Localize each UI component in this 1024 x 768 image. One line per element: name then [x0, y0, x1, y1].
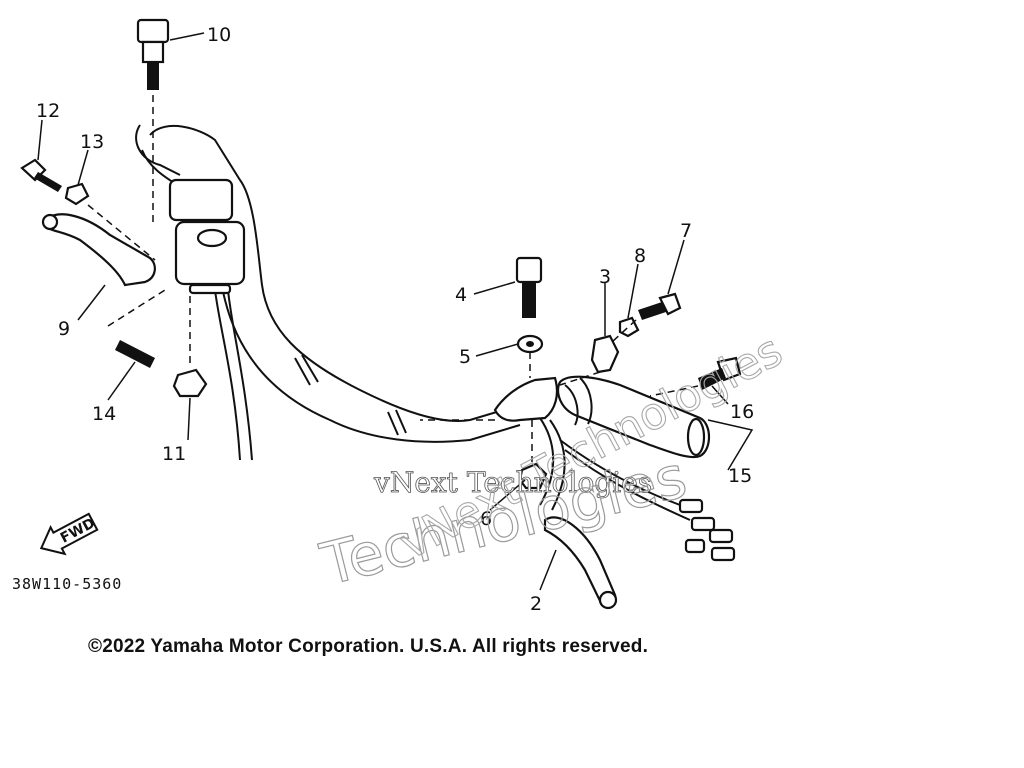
callout-labels: 2 3 4 5 6 7 8 9 10 11 12 13 14 15 16: [36, 24, 754, 615]
left-clutch-lever: [41, 213, 156, 287]
callout-10: 10: [207, 24, 231, 46]
bolt-4: [515, 256, 543, 318]
copyright-notice: ©2022 Yamaha Motor Corporation. U.S.A. A…: [88, 636, 649, 657]
bracket-3: [590, 334, 620, 374]
callout-4: 4: [455, 284, 467, 306]
callout-11: 11: [162, 443, 186, 465]
throttle-grip: [557, 375, 711, 459]
nut-11: [172, 296, 208, 398]
callout-9: 9: [58, 318, 70, 340]
callout-14: 14: [92, 403, 116, 425]
callout-13: 13: [80, 131, 104, 153]
fwd-arrow: FWD: [39, 512, 99, 556]
bolt-10: [136, 18, 170, 225]
left-lever-holder: [168, 178, 246, 295]
right-lever-holder: [493, 376, 566, 511]
callout-6: 6: [480, 508, 492, 530]
bolt-7: [638, 292, 682, 320]
nut-13: [64, 182, 156, 261]
washer-5: [516, 334, 544, 354]
watermark-line-1: vNext Technologies: [373, 466, 652, 499]
callout-2: 2: [530, 593, 542, 615]
diagram-code: 38W110-5360: [12, 575, 122, 593]
left-grip-cable: [214, 289, 253, 461]
callout-8: 8: [634, 245, 646, 267]
callout-5: 5: [459, 346, 471, 368]
nut-6: [518, 462, 548, 490]
leader-lines: [37, 32, 754, 591]
bolt-14: [107, 289, 166, 368]
callout-12: 12: [36, 100, 60, 122]
bolt-16: [698, 356, 742, 390]
switch-wires: [559, 439, 736, 562]
callout-7: 7: [680, 220, 692, 242]
callout-16: 16: [730, 401, 754, 423]
front-brake-lever: [543, 516, 618, 610]
bolt-12: [20, 158, 62, 192]
callout-3: 3: [599, 266, 611, 288]
callout-15: 15: [728, 465, 752, 487]
